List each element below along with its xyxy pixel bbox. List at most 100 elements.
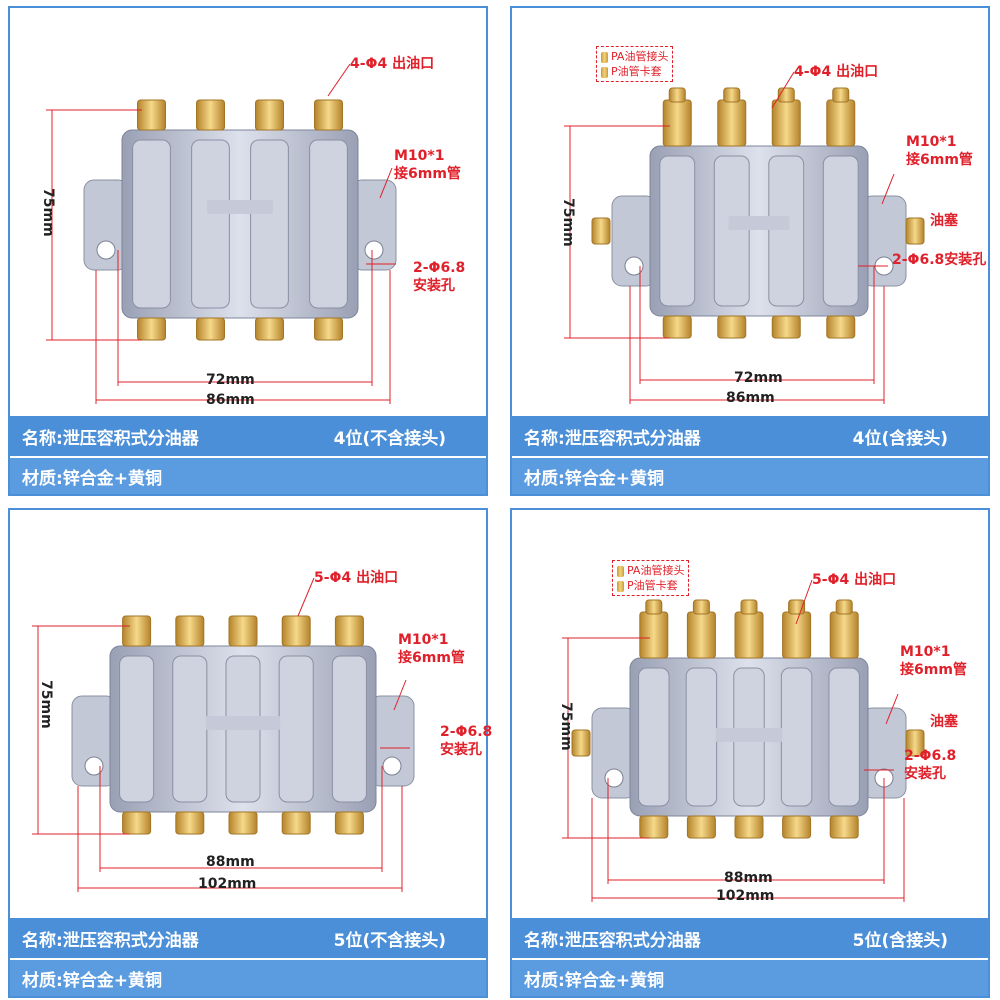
mount-hole-right [364,240,384,260]
mount-label-line1: 2-Φ6.8 [440,724,493,740]
thread-leader-line [881,173,895,205]
product-panel-5-with-fittings[interactable]: PA油管接头 P油管卡套 5-Φ4 出油口 M10*1 接6mm管 油塞 2-Φ… [510,508,990,998]
brass-fitting-tip [835,599,853,615]
piston-column [638,667,670,807]
brass-outlet-bottom [228,811,258,835]
distributor-illustration [32,577,415,892]
name-bar: 名称:泄压容积式分油器 4位(不含接头) [10,416,486,456]
brass-outlet-top [782,611,812,659]
mount-label-line1: 2-Φ6.8 [904,748,957,764]
brass-outlet-bottom [662,315,692,339]
material-bar: 材质:锌合金+黄铜 [512,960,988,996]
brass-fitting-tip [668,87,686,103]
brass-outlet-bottom [734,815,764,839]
outlet-label: 5-Φ4 出油口 [812,572,897,588]
piston-column [331,655,367,803]
outer-width-dimension: 102mm [716,888,775,904]
body-marking [205,716,281,730]
variant-label: 5位(含接头) [852,930,948,951]
plug-label: 油塞 [930,714,958,730]
product-panel-5-no-fittings[interactable]: 5-Φ4 出油口 M10*1 接6mm管 2-Φ6.8 安装孔 75mm 88m… [8,508,492,998]
piston-column [828,667,860,807]
piston-column [780,667,813,807]
brass-outlet-top [281,615,311,647]
piston-column [172,655,208,803]
mount-hole-left [624,256,644,276]
height-dimension: 75mm [38,680,54,729]
brass-outlet-top [734,611,764,659]
brass-outlet-bottom [771,315,801,339]
product-name: 名称:泄压容积式分油器 [22,930,199,951]
material-label: 材质:锌合金+黄铜 [22,468,163,489]
brass-sleeve-icon [617,580,624,592]
brass-outlet-top [686,611,716,659]
brass-outlet-bottom [829,815,859,839]
mount-hole-left [84,756,104,776]
legend-item: P油管卡套 [611,65,662,78]
product-panel-4-with-fittings[interactable]: PA油管接头 P油管卡套 4-Φ4 出油口 M10*1 接6mm管 油塞 2-Φ… [510,6,990,496]
piston-column [119,655,155,803]
brass-outlet-top [255,99,284,131]
height-dimension: 75mm [558,702,574,751]
distributor-illustration [46,63,397,404]
outlet-label: 4-Φ4 出油口 [350,56,435,72]
piston-column [309,139,348,309]
brass-outlet-bottom [255,317,284,341]
brass-outlet-top [639,611,669,659]
thread-leader-line [885,693,899,725]
brass-fitting-tip [832,87,850,103]
brass-outlet-bottom [639,815,669,839]
name-bar: 名称:泄压容积式分油器 4位(含接头) [512,416,988,456]
fitting-legend: PA油管接头 P油管卡套 [612,560,690,596]
distributor-body [649,145,869,317]
distributor-body [121,129,359,319]
thread-label-line1: M10*1 [394,148,445,164]
mount-hole-left [604,768,624,788]
height-dimension: 75mm [40,188,56,237]
material-bar: 材质:锌合金+黄铜 [10,960,486,996]
brass-outlet-top [662,99,692,147]
outlet-label: 5-Φ4 出油口 [314,570,399,586]
thread-label-line1: M10*1 [906,134,957,150]
variant-label: 4位(不含接头) [333,428,446,449]
material-label: 材质:锌合金+黄铜 [524,970,665,991]
material-bar: 材质:锌合金+黄铜 [512,458,988,494]
inner-width-dimension: 88mm [206,854,255,870]
brass-outlet-bottom [137,317,166,341]
variant-label: 5位(不含接头) [333,930,446,951]
oil-plug-right [905,729,925,757]
piston-column [822,155,859,307]
brass-outlet-top [771,99,801,147]
product-name: 名称:泄压容积式分油器 [524,930,701,951]
mount-hole-right [382,756,402,776]
mount-label-line2: 安装孔 [413,278,455,294]
legend-item: PA油管接头 [627,564,685,577]
product-name: 名称:泄压容积式分油器 [22,428,199,449]
brass-fitting-tip [645,599,663,615]
piston-column [713,155,750,307]
thread-label-line2: 接6mm管 [906,152,973,168]
brass-outlet-top [122,615,152,647]
mount-label-line2: 安装孔 [440,742,482,758]
body-marking [715,728,783,742]
outer-width-dimension: 86mm [206,392,255,408]
legend-item: PA油管接头 [611,50,669,63]
brass-fitting-tip [777,87,795,103]
outlet-leader-line [795,579,813,625]
brass-outlet-top [137,99,166,131]
piston-column [191,139,230,309]
thread-label-line1: M10*1 [398,632,449,648]
piston-column [132,139,171,309]
outlet-leader-line [771,71,795,109]
brass-fitting-icon [617,565,624,577]
brass-outlet-top [717,99,747,147]
brass-outlet-top [334,615,364,647]
thread-label-line2: 接6mm管 [398,650,465,666]
thread-label-line1: M10*1 [900,644,951,660]
product-panel-4-no-fittings[interactable]: 4-Φ4 出油口 M10*1 接6mm管 2-Φ6.8 安装孔 75mm 72m… [8,6,488,496]
brass-outlet-bottom [175,811,205,835]
material-bar: 材质:锌合金+黄铜 [10,458,486,494]
brass-outlet-bottom [122,811,152,835]
brass-outlet-bottom [717,315,747,339]
piston-column [250,139,289,309]
